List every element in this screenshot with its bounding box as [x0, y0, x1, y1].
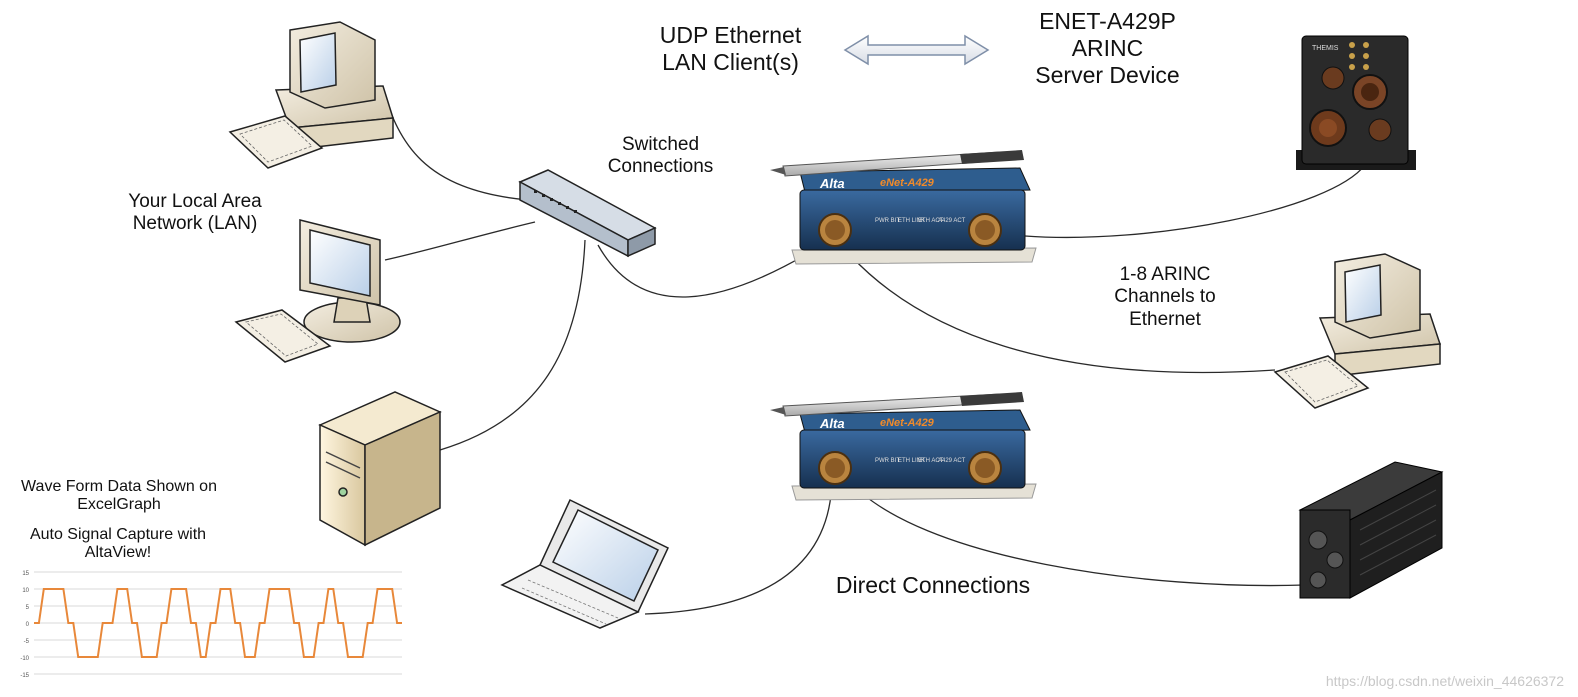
cable-switch-device1	[597, 239, 831, 298]
server-device-label: ENET-A429P ARINC Server Device	[1000, 8, 1215, 89]
laptop-icon	[500, 498, 669, 629]
chart-y-tick-label: 15	[22, 571, 29, 577]
enet-a429-device-top: Alta eNet-A429 PWR BIT ETH LINK ETH ACT …	[770, 150, 1037, 265]
capture-caption-line1: Auto Signal Capture with	[29, 526, 207, 543]
device-model-bottom: eNet-A429	[880, 417, 935, 429]
chart-y-tick-label: -5	[24, 639, 30, 645]
chart-y-tick-label: 0	[26, 622, 30, 628]
double-arrow-icon	[843, 34, 990, 66]
arinc-line2: Channels to	[1114, 286, 1216, 308]
led-label-1b: PWR BIT	[875, 458, 900, 464]
udp-client-label: UDP Ethernet LAN Client(s)	[628, 22, 833, 76]
cable-laptop-device2	[644, 479, 833, 615]
chart-y-tick-label: -10	[20, 656, 29, 662]
device-model-top: eNet-A429	[880, 177, 935, 189]
desktop-pc-right-icon	[1273, 253, 1442, 409]
arinc-channels-label: 1-8 ARINC Channels to Ethernet	[1090, 264, 1240, 331]
switched-line1: Switched	[621, 134, 700, 155]
led-label-4: A429 ACT	[938, 218, 966, 224]
switched-connections-label: Switched Connections	[583, 134, 738, 179]
capture-caption: Auto Signal Capture with AltaView!	[8, 526, 228, 563]
led-label-3b: ETH ACT	[918, 458, 944, 464]
themis-server-box-icon: THEMIS	[1296, 35, 1416, 170]
led-label-4b: A429 ACT	[938, 458, 966, 464]
udp-client-line2: LAN Client(s)	[662, 49, 799, 76]
cables	[382, 91, 1366, 615]
themis-logo: THEMIS	[1312, 45, 1339, 52]
direct-connections-label: Direct Connections	[835, 572, 1031, 598]
led-label-2b: ETH LINK	[898, 458, 925, 464]
chart-y-tick-label: -15	[20, 673, 29, 679]
chart-y-tick-label: 10	[22, 588, 29, 594]
network-switch-icon	[518, 169, 657, 258]
udp-client-line1: UDP Ethernet	[659, 22, 802, 48]
switched-line2: Connections	[607, 156, 714, 178]
watermark: https://blog.csdn.net/weixin_44626372	[1325, 673, 1564, 689]
arinc-line1: 1-8 ARINC	[1119, 264, 1211, 285]
server-line2: ARINC	[1071, 35, 1144, 62]
rack-chassis-icon	[1298, 461, 1444, 599]
capture-caption-line2: AltaView!	[84, 544, 152, 562]
waveform-caption: Wave Form Data Shown on ExcelGraph	[0, 478, 238, 515]
waveform-caption-line1: Wave Form Data Shown on	[21, 478, 217, 495]
device-brand-top: Alta	[819, 176, 845, 191]
server-line3: Server Device	[1035, 62, 1180, 89]
cable-device1-pc3	[849, 254, 1276, 374]
device-brand-bottom: Alta	[819, 416, 845, 431]
waveform-chart: 15 10 5 0 -5 -10 -15	[20, 571, 402, 679]
arinc-line3: Ethernet	[1129, 308, 1201, 330]
server-tower-icon	[318, 391, 442, 547]
chart-y-ticks: 15 10 5 0 -5 -10 -15	[20, 571, 29, 679]
lan-line2: Network (LAN)	[132, 213, 258, 235]
cable-pc1-switch	[382, 91, 529, 201]
led-label-3: ETH ACT	[918, 218, 944, 224]
led-label-2: ETH LINK	[898, 218, 925, 224]
server-line1: ENET-A429P	[1039, 8, 1176, 34]
cable-server-switch	[439, 239, 586, 451]
waveform-caption-line2: ExcelGraph	[77, 496, 161, 514]
lan-label: Your Local Area Network (LAN)	[100, 191, 290, 236]
chart-y-tick-label: 5	[26, 605, 30, 611]
monitor-pc-icon	[234, 219, 401, 363]
enet-a429-device-bottom: Alta eNet-A429 PWR BIT ETH LINK ETH ACT …	[770, 392, 1037, 501]
chart-grid	[34, 571, 402, 675]
lan-line1: Your Local Area	[128, 191, 262, 212]
cable-pc2-switch	[384, 221, 536, 261]
waveform-series-line	[34, 588, 402, 658]
cable-device2-rack	[847, 479, 1306, 587]
desktop-pc-icon	[228, 21, 394, 169]
led-label-1: PWR BIT	[875, 218, 900, 224]
cable-device1-themis	[1024, 164, 1366, 239]
